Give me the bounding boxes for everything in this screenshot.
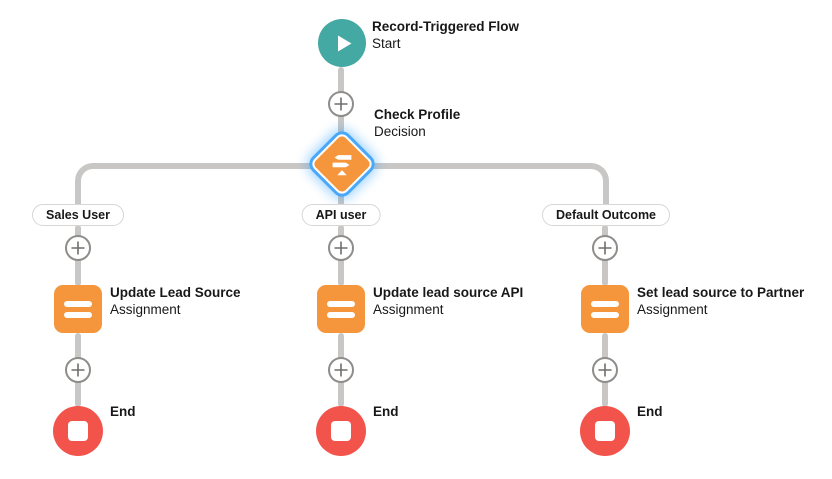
add-element-button[interactable]	[592, 235, 618, 261]
start-node[interactable]	[318, 19, 366, 67]
assignment-node-title: Update lead source API	[373, 285, 524, 300]
play-icon	[332, 34, 353, 53]
start-node-subtitle: Start	[372, 35, 401, 51]
plus-icon	[70, 362, 86, 378]
assignment-node[interactable]	[54, 285, 102, 333]
assignment-node-subtitle: Assignment	[373, 301, 444, 317]
decision-node[interactable]	[309, 131, 375, 197]
add-element-button[interactable]	[65, 235, 91, 261]
branch-label-api-user: API user	[301, 204, 381, 226]
plus-icon	[333, 362, 349, 378]
add-element-button[interactable]	[592, 357, 618, 383]
assignment-node-subtitle: Assignment	[637, 301, 708, 317]
decision-icon	[327, 149, 357, 179]
branch-label-default-outcome: Default Outcome	[541, 204, 671, 226]
assignment-node-title: Set lead source to Partner	[637, 285, 805, 300]
stop-icon	[331, 421, 351, 441]
stop-icon	[595, 421, 615, 441]
assignment-node[interactable]	[581, 285, 629, 333]
decision-node-title: Check Profile	[374, 107, 461, 122]
assignment-node-title: Update Lead Source	[110, 285, 241, 300]
plus-icon	[597, 362, 613, 378]
plus-icon	[333, 240, 349, 256]
assignment-node-subtitle: Assignment	[110, 301, 181, 317]
plus-icon	[333, 96, 349, 112]
end-node[interactable]	[53, 406, 103, 456]
end-node[interactable]	[316, 406, 366, 456]
add-element-button[interactable]	[328, 91, 354, 117]
add-element-button[interactable]	[328, 357, 354, 383]
stop-icon	[68, 421, 88, 441]
branch-label-sales-user: Sales User	[32, 204, 124, 226]
end-node-label: End	[110, 404, 136, 419]
plus-icon	[70, 240, 86, 256]
add-element-button[interactable]	[65, 357, 91, 383]
decision-node-subtitle: Decision	[374, 123, 426, 139]
end-node-label: End	[373, 404, 399, 419]
start-node-title: Record-Triggered Flow	[372, 19, 520, 34]
plus-icon	[597, 240, 613, 256]
end-node-label: End	[637, 404, 663, 419]
assignment-node[interactable]	[317, 285, 365, 333]
add-element-button[interactable]	[328, 235, 354, 261]
end-node[interactable]	[580, 406, 630, 456]
connector-decision-to-label	[338, 186, 344, 206]
